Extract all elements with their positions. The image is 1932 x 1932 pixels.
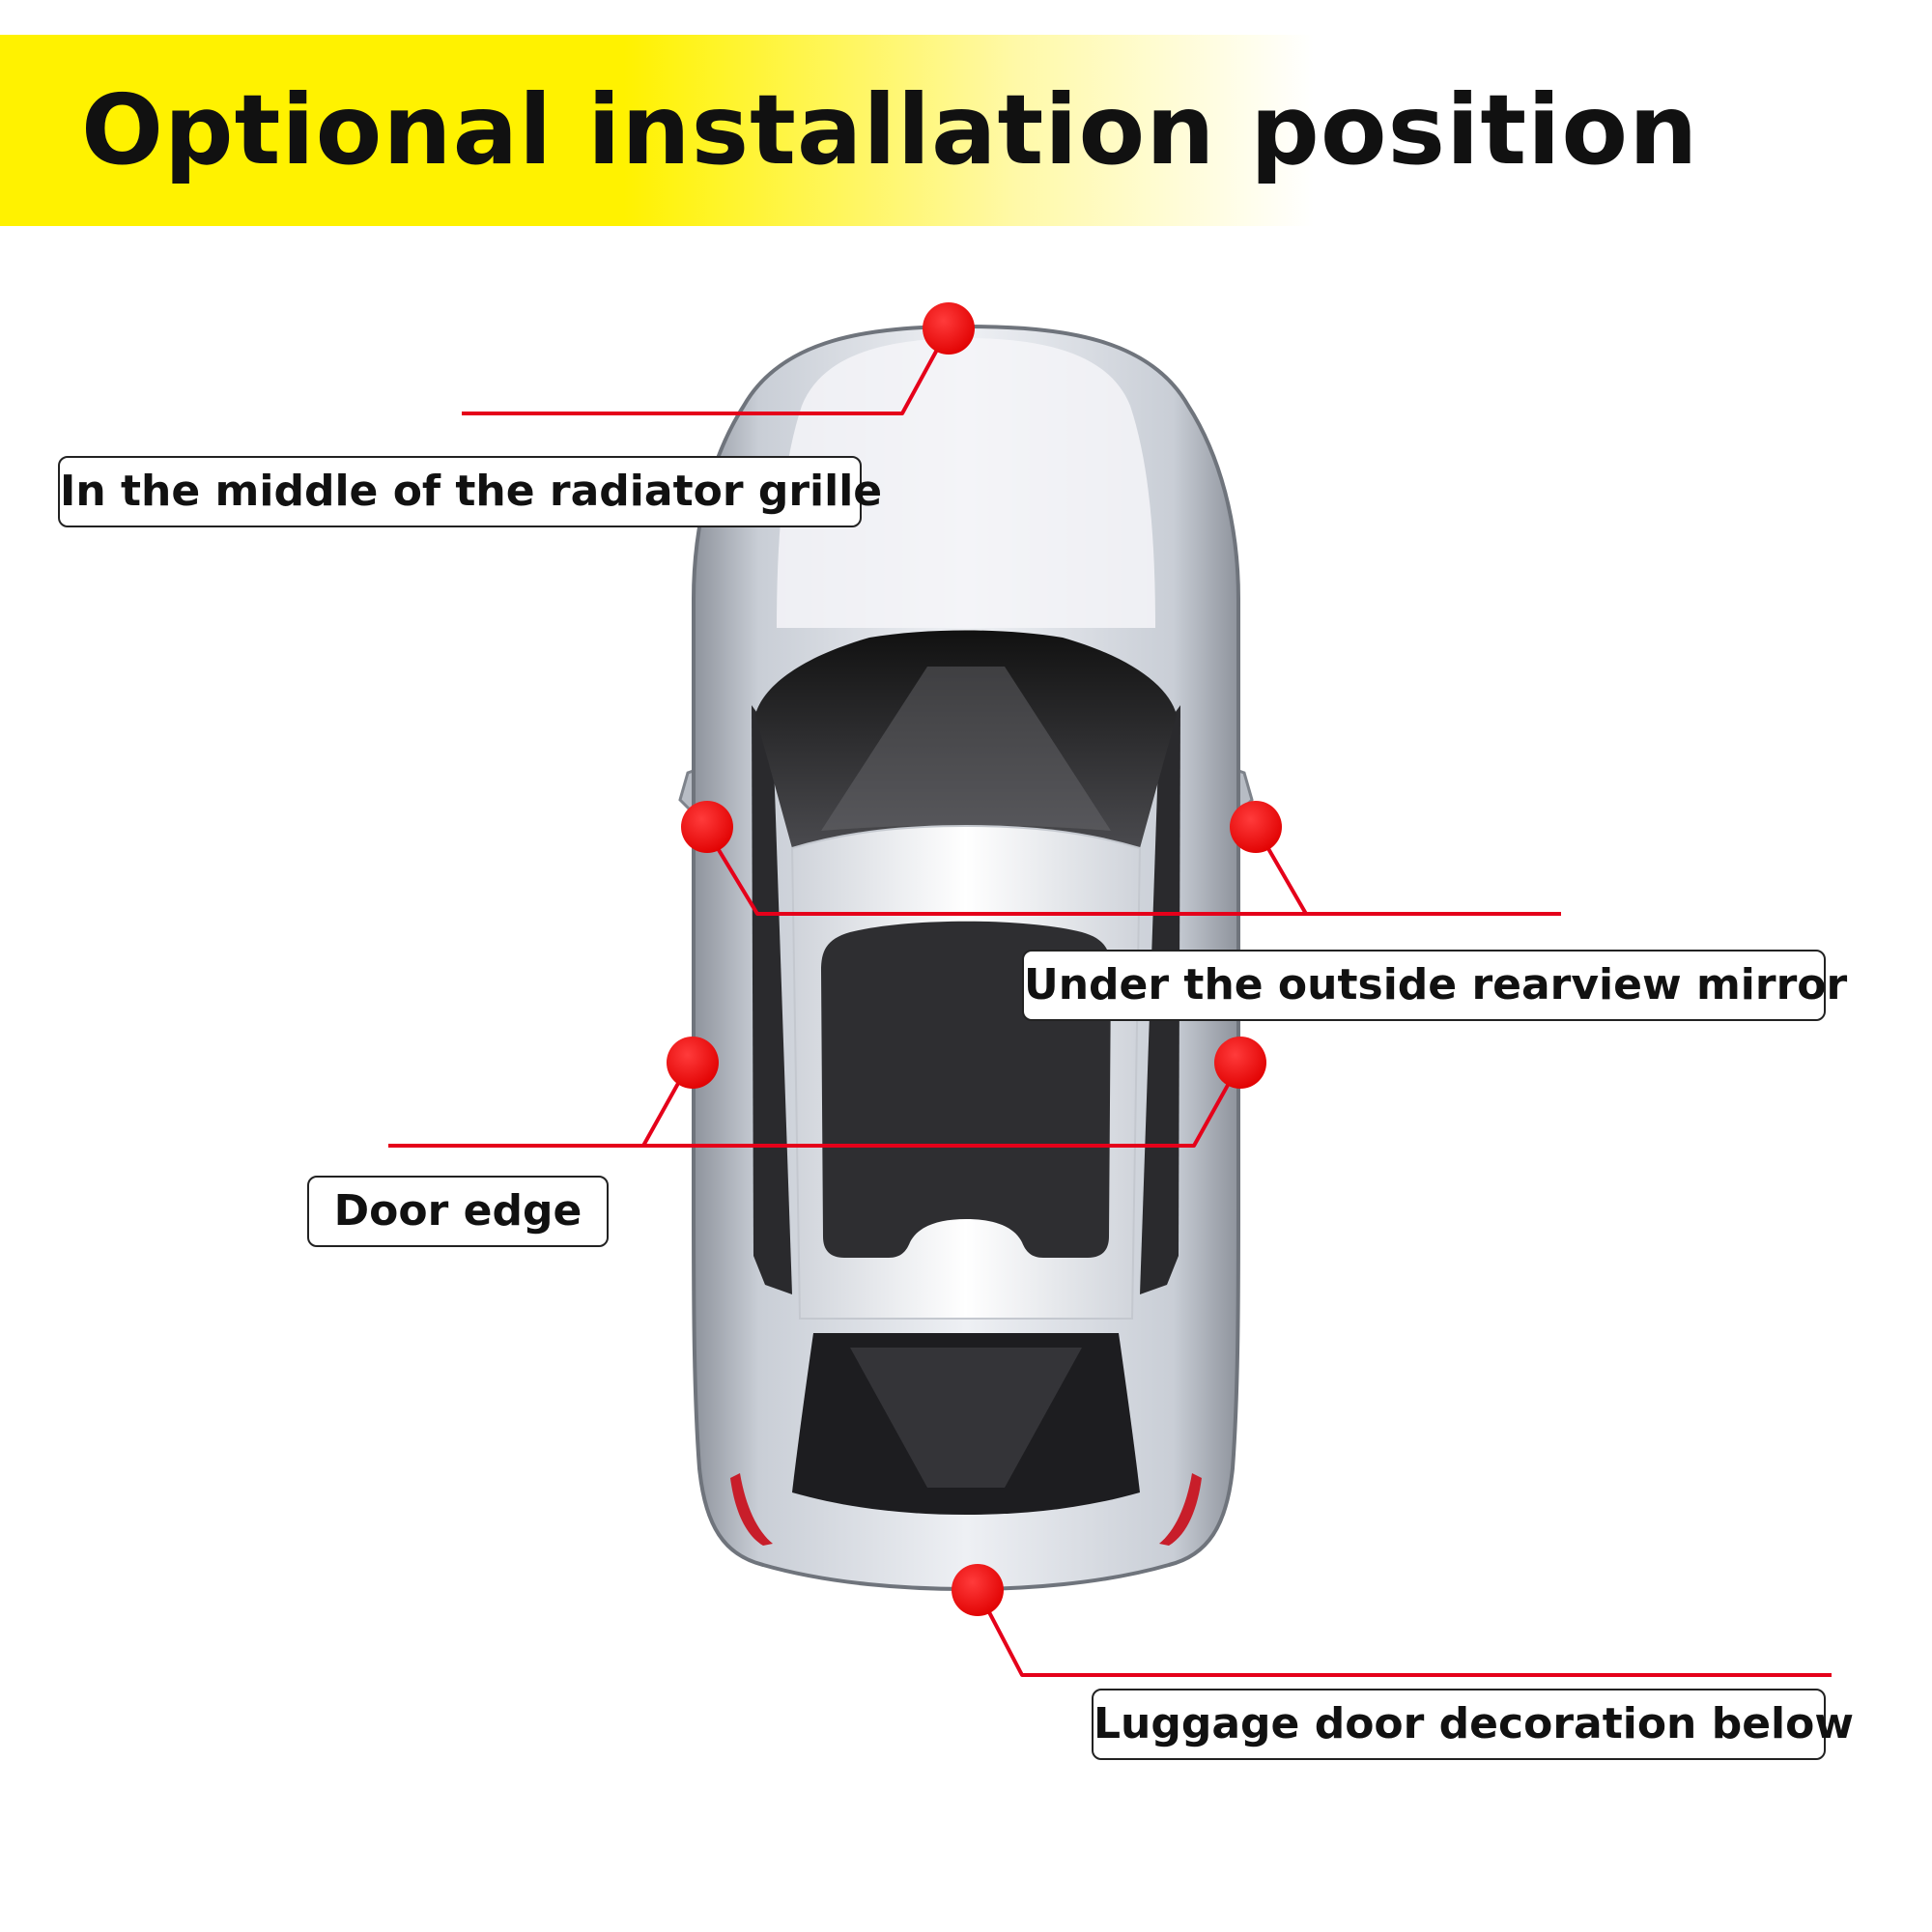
leader-line-door: [388, 1062, 692, 1148]
hood: [777, 338, 1155, 628]
left-tail-light: [730, 1473, 773, 1546]
label-luggage-door: Luggage door decoration below: [1092, 1689, 1854, 1760]
marker-dot-icon: [1214, 1037, 1266, 1089]
windshield-reflection: [821, 667, 1111, 831]
markers: [667, 302, 1282, 1616]
marker-dot-icon: [681, 801, 733, 853]
windshield: [755, 630, 1177, 848]
leader-line-door-right: [643, 1062, 1242, 1148]
label-door-edge: Door edge: [307, 1176, 609, 1247]
marker-dot-icon: [1230, 801, 1282, 853]
rear-window-reflection: [850, 1348, 1082, 1488]
leader-line-luggage: [976, 1589, 1832, 1677]
page-title: Optional installation position: [81, 73, 1699, 186]
marker-dot-icon: [952, 1564, 1004, 1616]
leader-line-grille: [462, 327, 951, 415]
leader-lines: [388, 327, 1832, 1677]
label-radiator-grille: In the middle of the radiator grille: [58, 456, 882, 527]
car-top-view-icon: [678, 324, 1254, 1592]
leader-line-mirror: [705, 829, 1561, 916]
marker-dot-icon: [667, 1037, 719, 1089]
right-tail-light: [1159, 1473, 1202, 1546]
marker-dot-icon: [923, 302, 975, 355]
label-rearview-mirror: Under the outside rearview mirror: [1022, 950, 1847, 1021]
title-banner: [0, 35, 1642, 226]
